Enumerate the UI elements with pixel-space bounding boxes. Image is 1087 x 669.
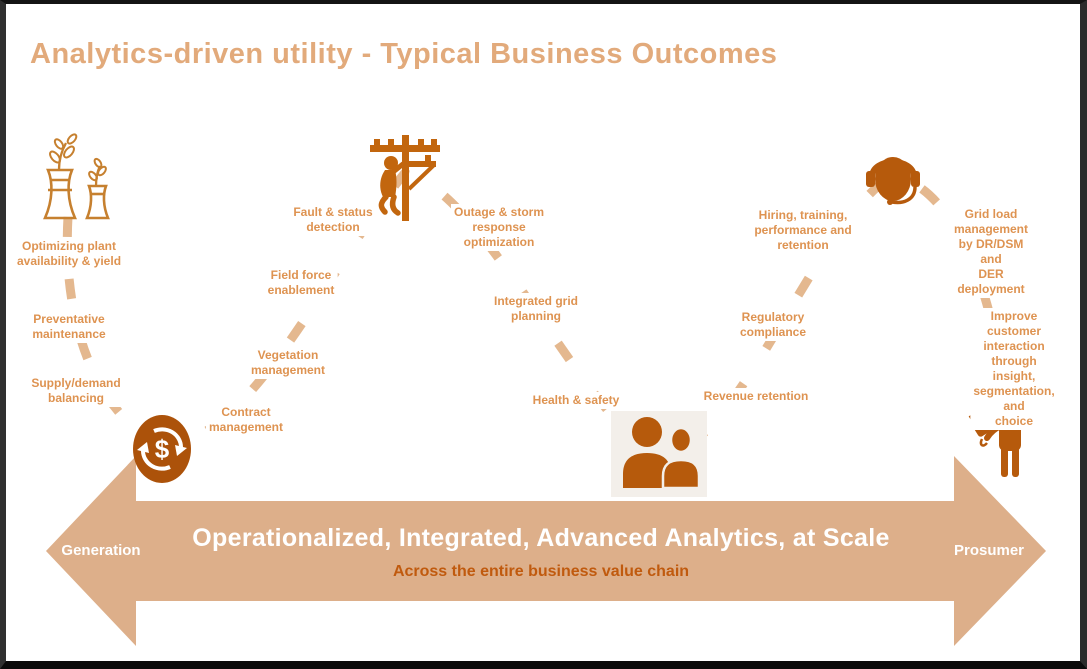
wave-label-field-force: Field force enablement (264, 267, 338, 299)
dollar-glyph: $ (155, 434, 170, 464)
wave-label-preventative: Preventative maintenance (29, 311, 109, 343)
wave-label-revenue-retention: Revenue retention (700, 388, 812, 405)
lineman-pole-icon (370, 135, 440, 221)
customers-icon (611, 411, 707, 497)
wave-label-grid-load: Grid load management by DR/DSM and DER d… (946, 206, 1036, 298)
diagram-canvas: $ (43, 133, 1046, 646)
power-plant-icon (43, 133, 110, 220)
wave-label-integrated-grid: Integrated grid planning (490, 293, 582, 325)
generation-label: Generation (61, 542, 141, 559)
wave-label-outage-storm: Outage & storm response optimization (450, 204, 548, 251)
currency-cycle-icon: $ (133, 415, 191, 483)
arrow-subline: Across the entire business value chain (392, 563, 690, 580)
headset-agent-icon (866, 157, 920, 205)
page-title: Analytics-driven utility - Typical Busin… (30, 38, 778, 70)
wave-label-fault-status: Fault & status detection (290, 204, 376, 236)
prosumer-label: Prosumer (953, 542, 1025, 559)
wave-label-improve-customer: Improve customer interaction through ins… (970, 308, 1058, 430)
wave-label-regulatory: Regulatory compliance (736, 309, 810, 341)
wave-label-hiring-training: Hiring, training, performance and retent… (751, 207, 855, 254)
arrow-headline: Operationalized, Integrated, Advanced An… (192, 524, 890, 552)
wave-label-health-safety: Health & safety (529, 392, 623, 409)
wave-label-contract: Contract management (205, 404, 287, 436)
wave-label-optimizing-plant: Optimizing plant availability & yield (13, 238, 125, 270)
wave-label-supply-demand: Supply/demand balancing (28, 375, 124, 407)
wave-label-vegetation: Vegetation management (247, 347, 329, 379)
value-chain-arrow (46, 456, 1046, 646)
